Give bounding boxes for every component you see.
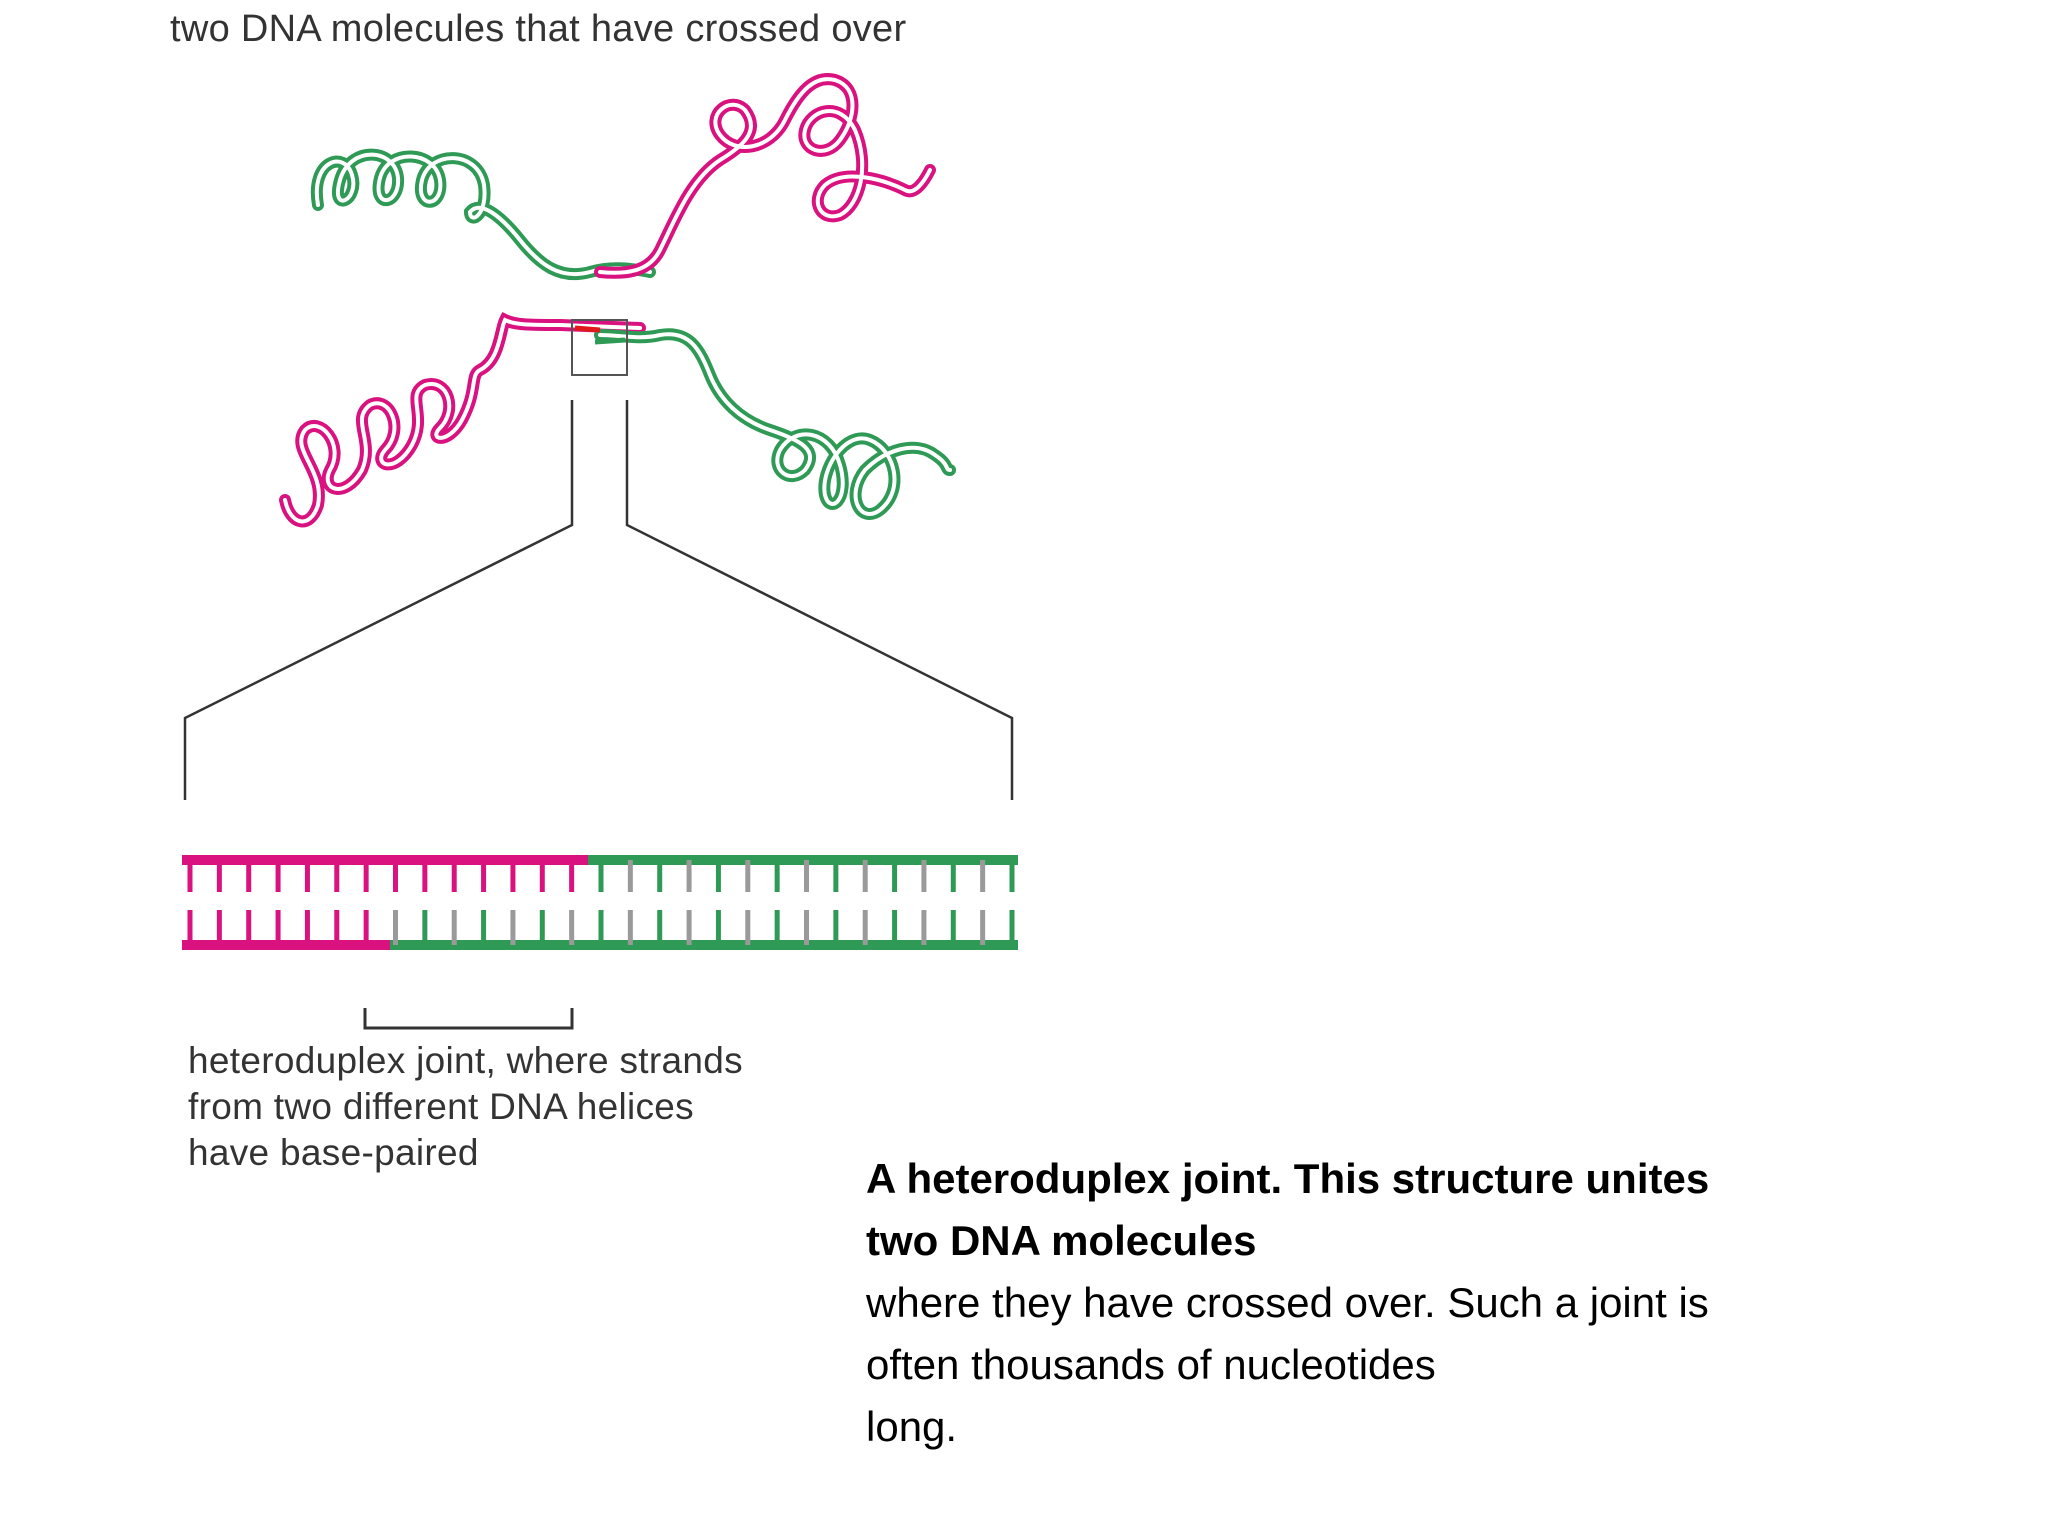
caption-line: heteroduplex joint, where strands (188, 1040, 743, 1081)
top-molecule-magenta-coil (594, 73, 936, 279)
description-line: often thousands of nucleotides (866, 1341, 1436, 1388)
bottom-molecule-green-coil (594, 328, 956, 520)
heteroduplex-bracket (363, 1008, 574, 1030)
caption-line: from two different DNA helices (188, 1086, 694, 1127)
base-pair-rungs (187, 860, 1015, 945)
top-molecule-green-coil (310, 148, 656, 281)
caption-line: have base-paired (188, 1132, 479, 1173)
description-line: long. (866, 1403, 958, 1450)
figure-caption: heteroduplex joint, where strands from t… (188, 1038, 743, 1176)
magnification-box (571, 319, 628, 376)
figure-title: two DNA molecules that have crossed over (170, 8, 907, 50)
zoom-lines (183, 400, 1014, 800)
bottom-molecule-magenta-coil (279, 311, 646, 528)
description-heading-line: two DNA molecules (866, 1217, 1257, 1264)
description-heading-line: A heteroduplex joint. This structure uni… (866, 1155, 1710, 1202)
slide-description: A heteroduplex joint. This structure uni… (866, 1148, 1866, 1458)
crossover-junction (574, 325, 626, 345)
description-line: where they have crossed over. Such a joi… (866, 1279, 1709, 1326)
heteroduplex-expanded-view (182, 855, 1018, 950)
